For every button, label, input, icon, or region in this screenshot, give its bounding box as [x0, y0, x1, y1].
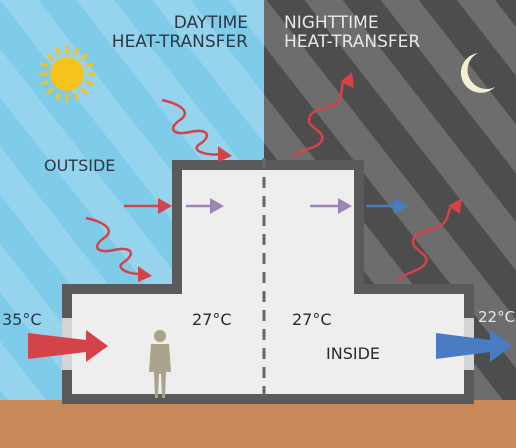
daytime-title-line2: HEAT-TRANSFER: [112, 32, 248, 52]
person-silhouette-icon: [149, 330, 171, 398]
ground: [0, 400, 516, 448]
night-inner-conduction-arrow: [310, 198, 352, 214]
outside-label: OUTSIDE: [44, 156, 115, 175]
inside-night-temperature: 27°C: [292, 310, 332, 329]
day-wall-heat-arrow: [124, 198, 172, 214]
day-radiant-heat-lower: [85, 216, 152, 282]
night-wall-heat-loss-arrow: [366, 198, 408, 214]
crescent-moon-icon: [460, 53, 495, 93]
inside-label: INSIDE: [326, 344, 380, 363]
daytime-title-line1: DAYTIME: [174, 13, 248, 33]
house-interior: [72, 170, 464, 394]
heat-outflow-arrow: [436, 330, 512, 362]
night-radiant-heat-upper: [292, 72, 354, 159]
day-inner-conduction-arrow: [186, 198, 224, 214]
inside-day-temperature: 27°C: [192, 310, 232, 329]
outside-night-temperature: 22°C: [478, 308, 515, 326]
outside-day-temperature: 35°C: [2, 310, 42, 329]
day-radiant-heat-upper: [161, 98, 232, 162]
night-radiant-heat-lower: [396, 198, 462, 283]
sun-icon: [38, 45, 96, 103]
nighttime-title-line1: NIGHTTIME: [284, 13, 379, 33]
heat-inflow-arrow: [28, 330, 108, 362]
nighttime-title-line2: HEAT-TRANSFER: [284, 32, 420, 52]
